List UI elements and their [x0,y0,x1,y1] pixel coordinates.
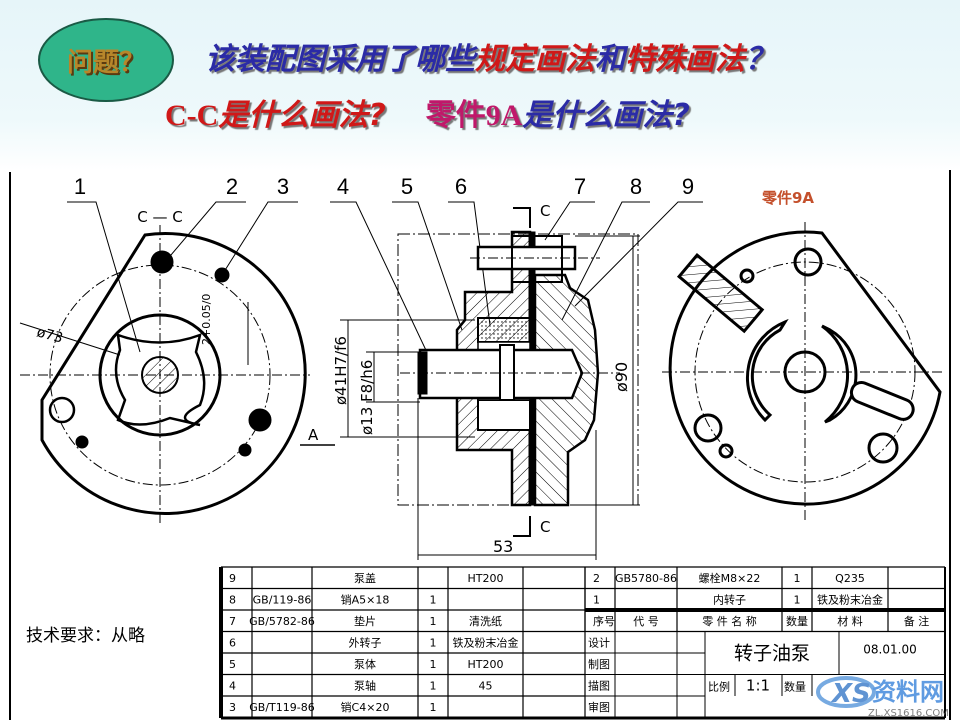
watermark-url: ZL.XS1616.COM [868,708,949,719]
table-cell: 外转子 [349,636,382,650]
title-block-role: 设计 [588,637,610,650]
question-segment: 该装配图采用了哪些 [205,42,475,77]
part-number-4: 4 [337,174,349,199]
part-number-2: 2 [226,174,238,199]
table-cell: 2 [593,572,600,585]
quantity-label: 数量 [784,681,806,694]
cut-label-top: C [540,202,550,220]
question-line-1: 该装配图采用了哪些规定画法和特殊画法？ [205,34,775,78]
question-segment: 是什么画法? [218,98,386,133]
table-cell: 1 [430,615,437,628]
question-segment: 和 [595,42,625,77]
title-block-role: 描图 [588,679,610,693]
table-cell: 材 料 [837,614,863,628]
table-cell: 1 [430,637,437,650]
leader-lines [67,201,703,364]
table-cell: 4 [229,680,236,693]
section-label: C — C [137,208,182,226]
main-section-view: C C ø41H7/f6 ø13 F8/h6 ø90 53 [332,202,640,560]
part-number-1: 1 [74,174,86,199]
table-cell: 螺栓M8×22 [699,571,761,585]
table-cell: 泵轴 [354,679,376,693]
dimension-d90: ø90 [612,362,631,392]
scale-value: 1:1 [746,677,770,695]
part-9a-view: 零件9A [662,189,942,520]
table-cell: GB/119-86 [253,594,312,607]
table-cell: GB/5782-86 [249,615,315,628]
table-cell: Q235 [835,572,865,585]
table-cell: 1 [794,572,801,585]
table-cell: 3 [229,701,236,714]
part-number-9: 9 [682,174,694,199]
table-cell: 代 号 [633,615,659,628]
table-cell: 8 [229,594,236,607]
scale-label: 比例 [708,680,730,694]
watermark-logo: XS 资料网 ZL.XS1616.COM [816,676,949,719]
parts-list-table: 9 泵盖 HT200 8 GB/119-86 销A5×18 1 7 GB/5782-86 垫片 1 清… [219,566,946,720]
question-badge: 问题？ [38,18,174,102]
question-segment: 是什么画法? [522,98,690,133]
dimension-53: 53 [493,537,513,556]
view-arrow-a: A [308,426,319,444]
dimension-2-tolerance: 2+0.05/0 [200,294,213,345]
part-number-6: 6 [455,174,467,199]
table-cell: 1 [430,701,437,714]
table-cell: GB5780-86 [615,572,677,585]
watermark-logo-text: XS [830,679,871,709]
table-cell: 泵体 [354,657,376,671]
table-cell: 5 [229,658,236,671]
table-cell: 1 [430,594,437,607]
table-cell: GB/T119-86 [249,701,314,714]
section-view-c-c: C — C ø73 2+0.05/0 A [19,208,335,525]
table-cell: 1 [593,594,600,607]
table-cell: 铁及粉末冶金 [817,593,883,607]
table-cell: 销C4×20 [341,700,390,714]
table-cell: HT200 [468,658,504,671]
table-cell: 内转子 [713,593,746,607]
table-cell: 数量 [786,615,808,628]
part-number-labels: 1 2 3 4 5 6 7 8 9 [74,174,694,199]
title-block-role: 审图 [588,700,610,714]
drawing-frame [9,170,951,720]
table-cell: 零 件 名 称 [702,614,757,628]
part-number-3: 3 [277,174,289,199]
title-block-role: 制图 [588,658,610,671]
table-cell: 9 [229,572,236,585]
part-number-5: 5 [401,174,413,199]
dimension-fit-41: ø41H7/f6 [332,336,350,405]
badge-label: 问题？ [66,47,145,78]
question-segment: C-C [165,99,219,132]
table-cell: 备 注 [904,614,930,628]
table-cell: 清洗纸 [469,615,502,628]
watermark-name: 资料网 [872,678,944,706]
table-cell: 45 [479,680,493,693]
question-segment: 规定画法 [475,42,595,77]
table-cell: 泵盖 [354,571,376,585]
question-segment: 特殊画法 [625,42,745,77]
table-cell: 销A5×18 [341,593,390,607]
question-segment: ？ [745,42,775,77]
part-9a-label: 零件9A [761,189,814,207]
drawing-title: 转子油泵 [734,643,810,665]
table-cell: 垫片 [354,614,376,628]
part-number-8: 8 [630,174,642,199]
table-cell: 1 [794,594,801,607]
dimension-fit-13: ø13 F8/h6 [358,360,376,435]
technical-requirements-note: 技术要求：从略 [26,626,145,646]
hole-pin-icon [150,250,174,274]
table-cell: 铁及粉末冶金 [453,636,519,650]
table-cell: 1 [430,680,437,693]
drawing-number: 08.01.00 [863,643,916,657]
cut-label-bottom: C [540,518,550,536]
table-cell: 6 [229,637,236,650]
question-segment: 零件9A [425,99,523,132]
dimension-d73: ø73 [35,324,65,346]
table-cell: 序号 [593,614,615,628]
question-line-2: C-C是什么画法?零件9A是什么画法? [165,90,690,134]
table-cell: HT200 [468,572,504,585]
table-cell: 1 [430,658,437,671]
part-number-7: 7 [574,174,586,199]
table-cell: 7 [229,615,236,628]
